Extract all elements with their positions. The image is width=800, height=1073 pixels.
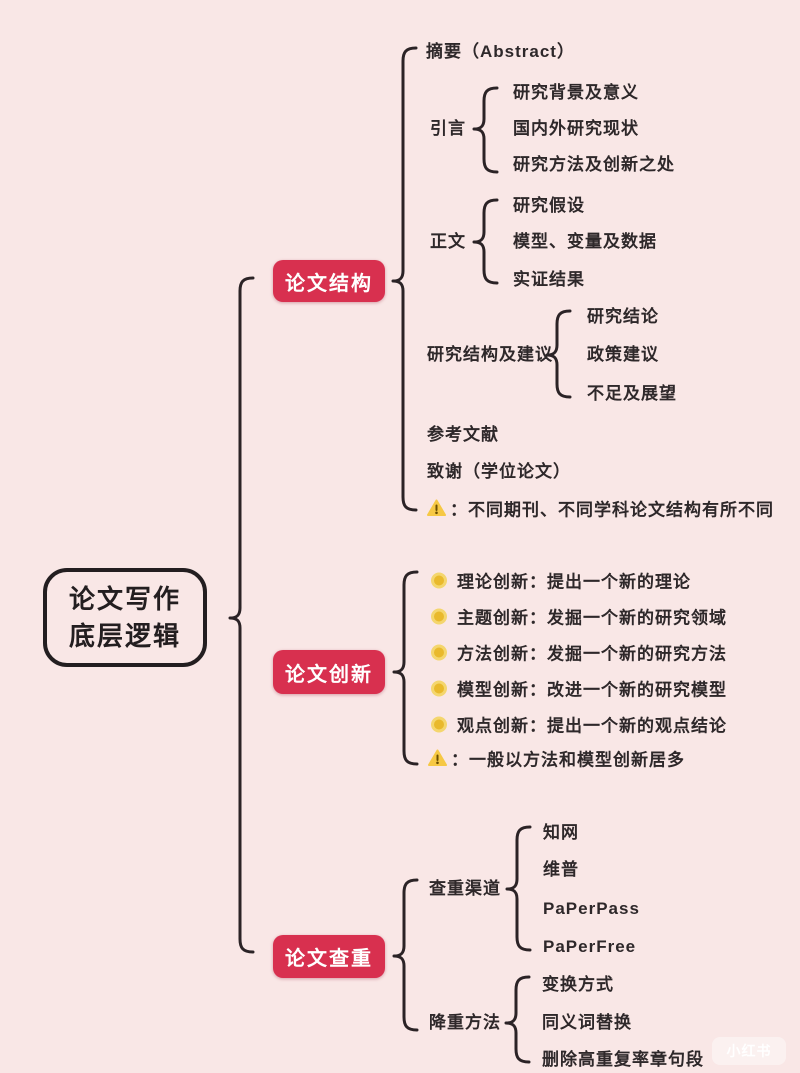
node-conclusion-child: 不足及展望 (587, 384, 677, 403)
node-intro-child: 研究背景及意义 (513, 83, 639, 102)
innovation-note-text: ：一般以方法和模型创新居多 (451, 750, 685, 770)
node-channels: 查重渠道 (429, 879, 501, 898)
node-conclusion-child: 政策建议 (587, 345, 659, 364)
node-reduce-child: 变换方式 (542, 975, 614, 994)
innovation-item: 主题创新：发掘一个新的研究领域 (431, 604, 727, 629)
innovation-item-text: 模型创新：改进一个新的研究模型 (457, 680, 727, 700)
brace-intro (472, 86, 499, 174)
innovation-item-text: 方法创新：发掘一个新的研究方法 (457, 644, 727, 664)
bullet-icon (431, 608, 447, 624)
root-label-line1: 论文写作 (68, 583, 181, 614)
innovation-item-text: 主题创新：发掘一个新的研究领域 (457, 608, 727, 628)
innovation-item: 观点创新：提出一个新的观点结论 (431, 712, 727, 737)
innovation-item-text: 观点创新：提出一个新的观点结论 (457, 716, 727, 736)
node-channel: PaPerFree (543, 937, 637, 956)
node-acknowledgement: 致谢（学位论文） (427, 462, 571, 481)
warning-icon (428, 749, 447, 766)
node-reduce-child: 删除高重复率章句段 (542, 1050, 704, 1069)
node-abstract: 摘要（Abstract） (426, 42, 575, 61)
node-body: 正文 (430, 232, 466, 251)
node-channel: 知网 (543, 823, 579, 842)
node-intro: 引言 (430, 119, 466, 138)
innovation-item: 理论创新：提出一个新的理论 (431, 568, 691, 593)
warning-icon (427, 499, 446, 516)
node-body-child: 研究假设 (513, 196, 585, 215)
structure-note-text: ：不同期刊、不同学科论文结构有所不同 (450, 500, 774, 520)
innovation-item: 方法创新：发掘一个新的研究方法 (431, 640, 727, 665)
bullet-icon (431, 572, 447, 588)
root-node: 论文写作 底层逻辑 (43, 568, 207, 667)
brace-structure (391, 46, 418, 512)
node-body-child: 实证结果 (513, 270, 585, 289)
brace-reduce (504, 975, 531, 1064)
node-intro-child: 研究方法及创新之处 (513, 155, 675, 174)
node-body-child: 模型、变量及数据 (513, 232, 657, 251)
structure-note: ：不同期刊、不同学科论文结构有所不同 (427, 496, 774, 521)
branch-innovation: 论文创新 (273, 650, 385, 694)
node-conclusion-child: 研究结论 (587, 307, 659, 326)
node-conclusion: 研究结构及建议 (427, 345, 553, 364)
brace-channels (505, 825, 532, 952)
node-reduce-child: 同义词替换 (542, 1013, 632, 1032)
brace-innovation (392, 570, 419, 766)
branch-check: 论文查重 (273, 935, 385, 978)
node-references: 参考文献 (427, 425, 499, 444)
branch-structure: 论文结构 (273, 260, 385, 302)
innovation-item-text: 理论创新：提出一个新的理论 (457, 572, 691, 592)
bullet-icon (431, 716, 447, 732)
brace-root (228, 276, 255, 954)
innovation-note: ：一般以方法和模型创新居多 (428, 746, 685, 771)
brace-check (392, 878, 419, 1032)
node-reduce: 降重方法 (429, 1013, 501, 1032)
node-intro-child: 国内外研究现状 (513, 119, 639, 138)
bullet-icon (431, 680, 447, 696)
xiaohongshu-watermark: 小红书 (712, 1037, 786, 1065)
bullet-icon (431, 644, 447, 660)
innovation-item: 模型创新：改进一个新的研究模型 (431, 676, 727, 701)
root-label-line2: 底层逻辑 (68, 620, 181, 651)
node-channel: 维普 (543, 860, 579, 879)
node-channel: PaPerPass (543, 899, 640, 918)
brace-body (472, 198, 499, 285)
